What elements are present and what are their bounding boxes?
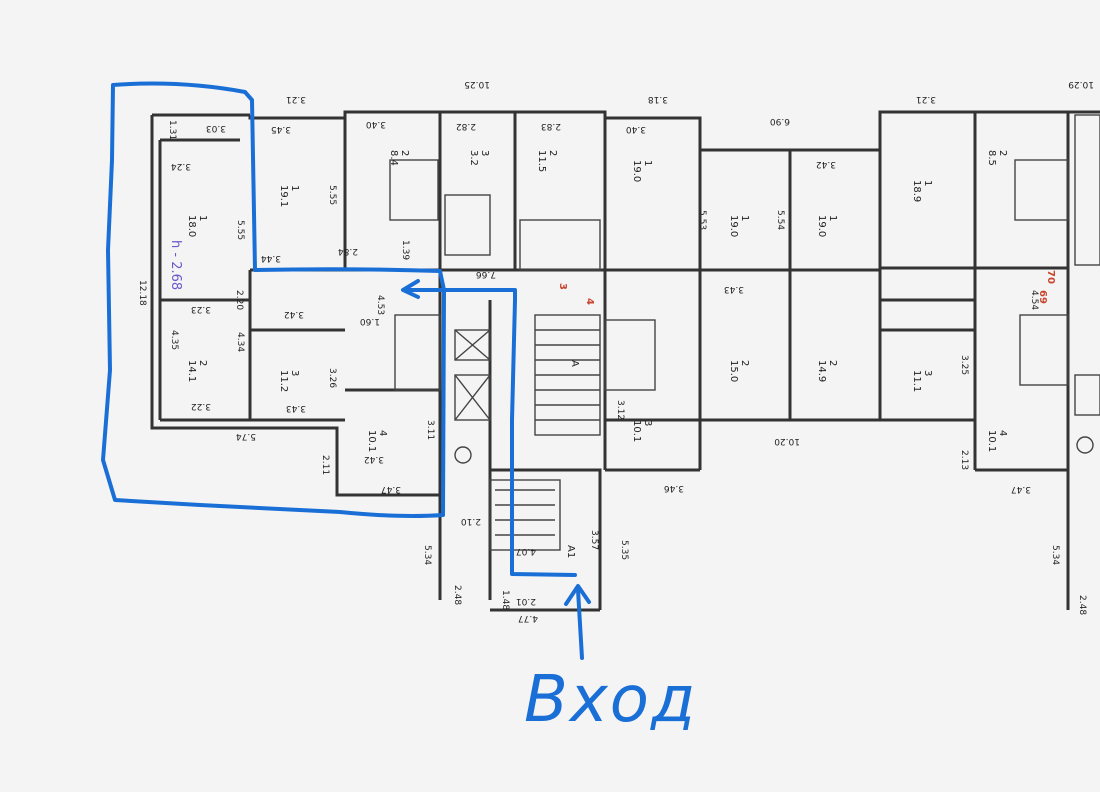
dim-label: 3.42 bbox=[284, 309, 304, 319]
dim-label: 2.82 bbox=[456, 121, 476, 131]
room-label: 119.0 bbox=[816, 215, 838, 237]
dim-label: 3.46 bbox=[664, 483, 684, 493]
dim-label: 5.55 bbox=[327, 185, 337, 205]
dim-label: 2.01 bbox=[516, 596, 536, 606]
dim-label: 5.54 bbox=[775, 210, 785, 230]
dim-label: 1.39 bbox=[400, 240, 410, 260]
dim-label: 3.44 bbox=[261, 253, 281, 263]
apartment-number: 4 bbox=[584, 298, 595, 305]
room-label: 119.0 bbox=[631, 160, 653, 182]
dim-label: 4.54 bbox=[1029, 290, 1039, 310]
room-label: 214.1 bbox=[186, 360, 208, 382]
room-label: 310.1 bbox=[631, 420, 653, 442]
dim-label: 2.83 bbox=[541, 121, 561, 131]
dim-label: 3.40 bbox=[366, 119, 386, 129]
room-label: 118.9 bbox=[911, 180, 933, 202]
arrow-head-top bbox=[401, 279, 420, 299]
dim-label: 10.20 bbox=[774, 436, 800, 446]
entrance-annotation: Вход bbox=[524, 663, 698, 737]
dim-label: 3.47 bbox=[1011, 484, 1031, 494]
dim-label: 4.34 bbox=[235, 332, 245, 352]
room-label: 28.5 bbox=[986, 150, 1008, 166]
dim-label: 10.25 bbox=[464, 79, 490, 89]
dim-label: 4.07 bbox=[516, 546, 536, 556]
dim-label: 3.11 bbox=[425, 420, 435, 440]
room-label: 215.0 bbox=[728, 360, 750, 382]
dim-label: 2.48 bbox=[1077, 595, 1087, 615]
room-label: 28.4 bbox=[388, 150, 410, 166]
dim-label: 3.23 bbox=[191, 304, 211, 314]
dim-label: 5.34 bbox=[1050, 545, 1060, 565]
dimension-labels: 10.25 3.21 3.18 6.90 3.21 10.29 12.18 1.… bbox=[137, 79, 1094, 623]
dim-label: 3.45 bbox=[271, 124, 291, 134]
apartment-outline bbox=[101, 81, 446, 518]
room-label: 211.5 bbox=[536, 150, 558, 172]
dim-label: 4.53 bbox=[375, 295, 385, 315]
room-label: A1 bbox=[565, 545, 576, 558]
dim-label: 1.48 bbox=[500, 590, 510, 610]
entrance-route bbox=[402, 288, 577, 577]
dim-label: 3.47 bbox=[381, 484, 401, 494]
dim-label: 3.21 bbox=[916, 94, 936, 104]
dim-label: 3.25 bbox=[959, 355, 969, 375]
hand-annotations bbox=[101, 81, 591, 660]
dim-label: 2.11 bbox=[320, 455, 330, 475]
room-label: 119.0 bbox=[728, 215, 750, 237]
room-label: 119.1 bbox=[278, 185, 300, 207]
dim-label: 10.29 bbox=[1068, 79, 1094, 89]
dim-label: 3.22 bbox=[191, 401, 211, 411]
room-label: 214.9 bbox=[816, 360, 838, 382]
dim-label: 7.66 bbox=[476, 269, 496, 279]
dim-label: 12.18 bbox=[137, 280, 147, 306]
room-label: 410.1 bbox=[366, 430, 388, 452]
dim-label: 3.43 bbox=[724, 284, 744, 294]
dim-label: 6.90 bbox=[770, 116, 790, 126]
dim-label: 2.84 bbox=[338, 246, 358, 256]
partitions bbox=[389, 114, 1100, 551]
dim-label: 3.57 bbox=[589, 530, 599, 550]
room-label: 410.1 bbox=[986, 430, 1008, 452]
apartment-number: 69 bbox=[1037, 290, 1048, 304]
dim-label: 3.40 bbox=[626, 124, 646, 134]
dim-label: 1.31 bbox=[167, 120, 177, 140]
dim-label: 3.42 bbox=[364, 454, 384, 464]
dim-label: 4.77 bbox=[518, 613, 538, 623]
room-label: 33.2 bbox=[468, 150, 490, 166]
apartment-number: 3 bbox=[557, 283, 568, 290]
ceiling-height-label: h - 2.68 bbox=[168, 240, 183, 290]
dim-label: 2.48 bbox=[452, 585, 462, 605]
room-label: 311.1 bbox=[911, 370, 933, 392]
dim-label: 2.13 bbox=[959, 450, 969, 470]
dim-label: 4.35 bbox=[169, 330, 179, 350]
dim-label: 3.24 bbox=[171, 161, 191, 171]
room-label: A bbox=[569, 360, 580, 367]
dim-label: 2.10 bbox=[461, 516, 481, 526]
dim-label: 5.35 bbox=[619, 540, 629, 560]
dim-label: 3.26 bbox=[327, 368, 337, 388]
dim-label: 3.42 bbox=[816, 159, 836, 169]
dim-label: 2.20 bbox=[234, 290, 244, 310]
dim-label: 3.21 bbox=[286, 94, 306, 104]
room-label: 311.2 bbox=[278, 370, 300, 392]
dim-label: 1.60 bbox=[360, 316, 380, 326]
dim-label: 5.55 bbox=[235, 220, 245, 240]
room-label: 118.0 bbox=[186, 215, 208, 237]
dim-label: 3.18 bbox=[648, 94, 668, 104]
dim-label: 3.03 bbox=[206, 123, 226, 133]
dim-label: 3.12 bbox=[615, 400, 625, 420]
dim-label: 5.53 bbox=[697, 210, 707, 230]
arrow-head-bottom bbox=[564, 584, 591, 606]
dim-label: 5.34 bbox=[422, 545, 432, 565]
room-labels: 118.0 119.1 28.4 33.2 211.5 119.0 119.0 … bbox=[168, 150, 1056, 558]
apartment-number: 70 bbox=[1045, 270, 1056, 284]
dim-label: 5.74 bbox=[236, 431, 256, 441]
entrance-arrow bbox=[576, 588, 584, 660]
dim-label: 3.43 bbox=[286, 403, 306, 413]
